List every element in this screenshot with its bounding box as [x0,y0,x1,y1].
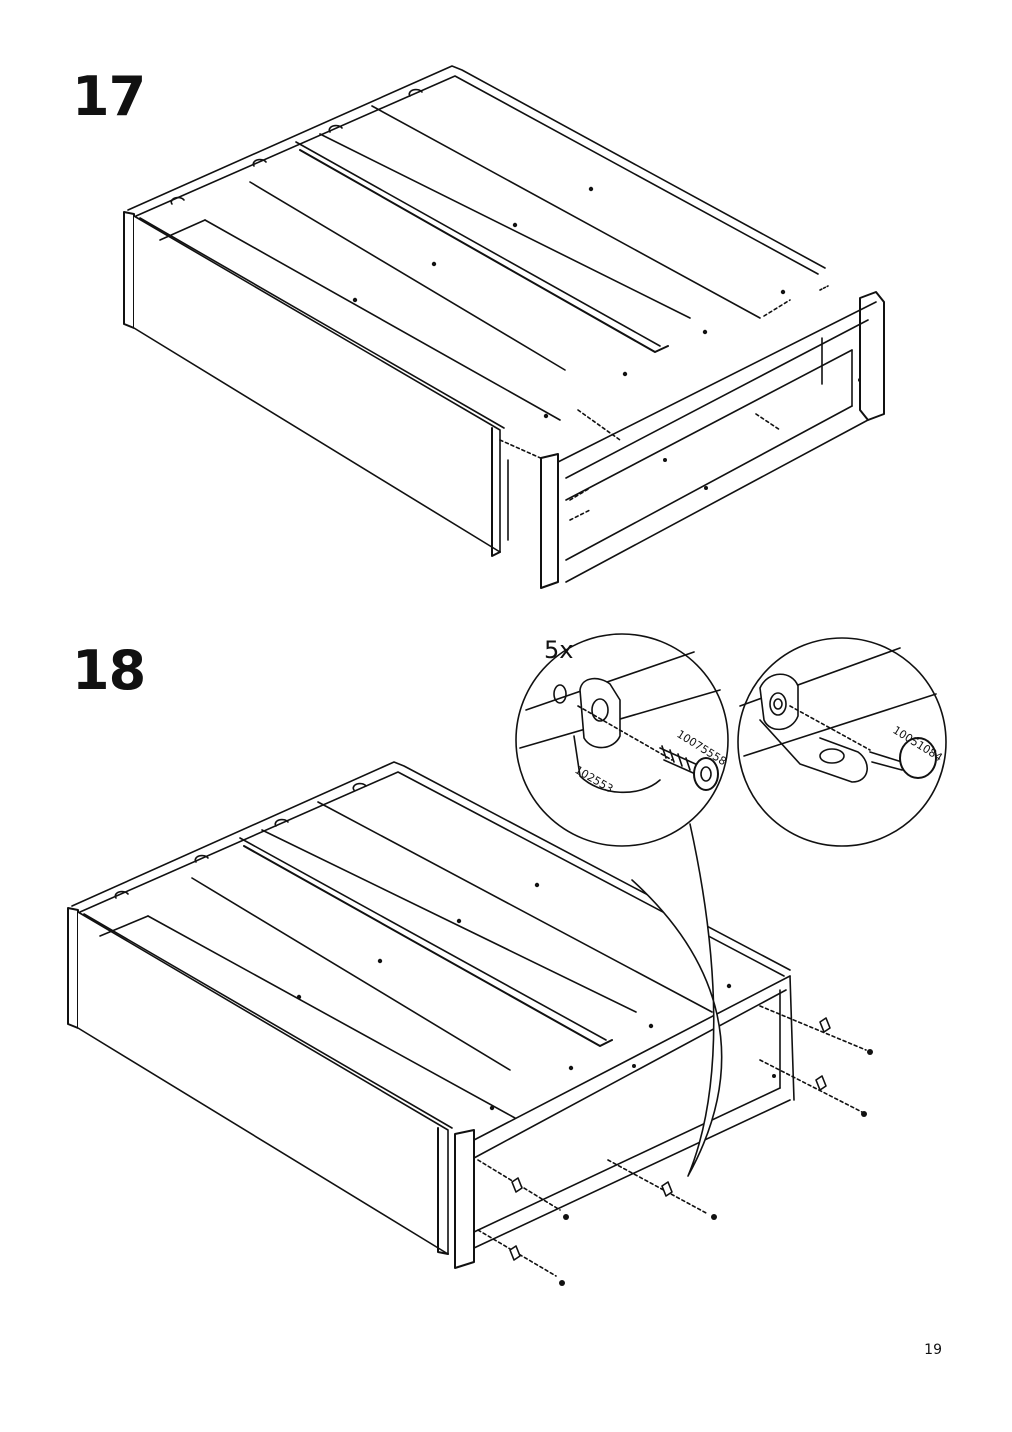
detail-circle-nut [515,633,729,847]
step-17-drawing [123,65,885,589]
page-number: 19 [924,1342,942,1358]
step-17-number: 17 [72,65,146,128]
quantity-label: 5x [544,636,573,664]
step-18-drawing: 5x 10075558 102553 10051084 [67,633,947,1286]
step-18-number: 18 [72,639,146,702]
screw-group [477,1005,873,1286]
detail-circle-bolt [737,637,947,847]
